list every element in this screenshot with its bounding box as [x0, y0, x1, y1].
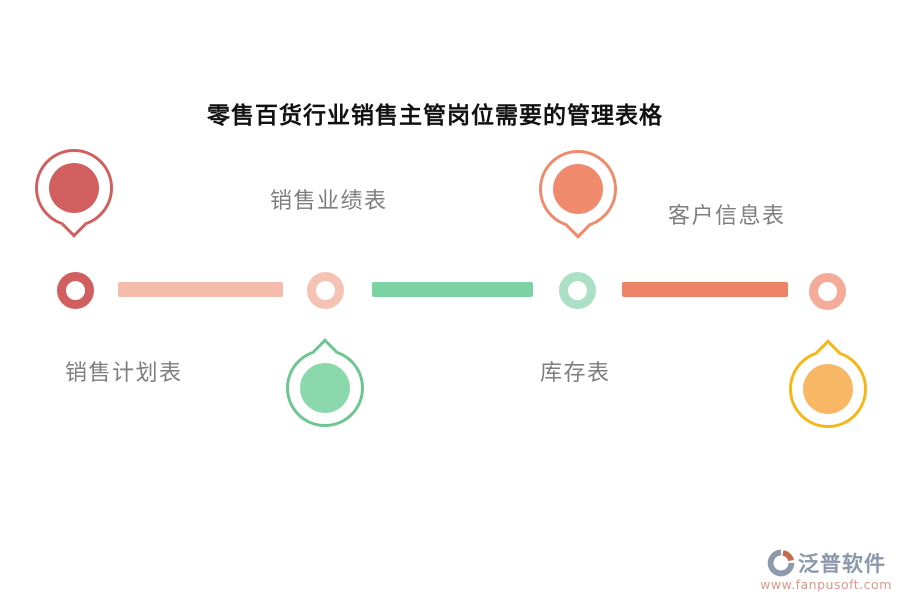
brand-watermark: 泛普软件 www.fanpusoft.com [756, 548, 896, 592]
pin-dot [553, 164, 603, 214]
pin-dot [49, 163, 99, 213]
label-sales-performance: 销售业绩表 [270, 189, 388, 214]
map-pin-sales-performance [286, 338, 364, 427]
label-inventory: 库存表 [540, 361, 611, 386]
timeline-node-1 [57, 272, 94, 309]
map-pin-customer-info [789, 339, 867, 428]
timeline-connector-3 [622, 282, 788, 297]
timeline-connector-2 [372, 282, 533, 297]
brand-name: 泛普软件 [798, 552, 886, 576]
pin-dot [803, 364, 853, 414]
timeline-node-4 [809, 273, 846, 310]
label-sales-plan: 销售计划表 [65, 361, 183, 386]
timeline-node-2 [307, 272, 344, 309]
timeline-node-3 [559, 272, 596, 309]
page-title: 零售百货行业销售主管岗位需要的管理表格 [207, 103, 663, 129]
label-customer-info: 客户信息表 [668, 204, 786, 229]
pin-tail [61, 212, 87, 238]
map-pin-sales-plan [35, 149, 113, 238]
pin-tail [815, 339, 841, 365]
brand-url: www.fanpusoft.com [760, 577, 892, 592]
pin-tail [312, 338, 338, 364]
logo-accent-wedge [782, 550, 794, 562]
map-pin-inventory [539, 150, 617, 239]
logo-swoosh [767, 549, 795, 577]
pin-dot [300, 363, 350, 413]
pin-tail [565, 213, 591, 239]
fanpu-logo-icon [767, 549, 795, 577]
timeline-connector-1 [118, 282, 283, 297]
